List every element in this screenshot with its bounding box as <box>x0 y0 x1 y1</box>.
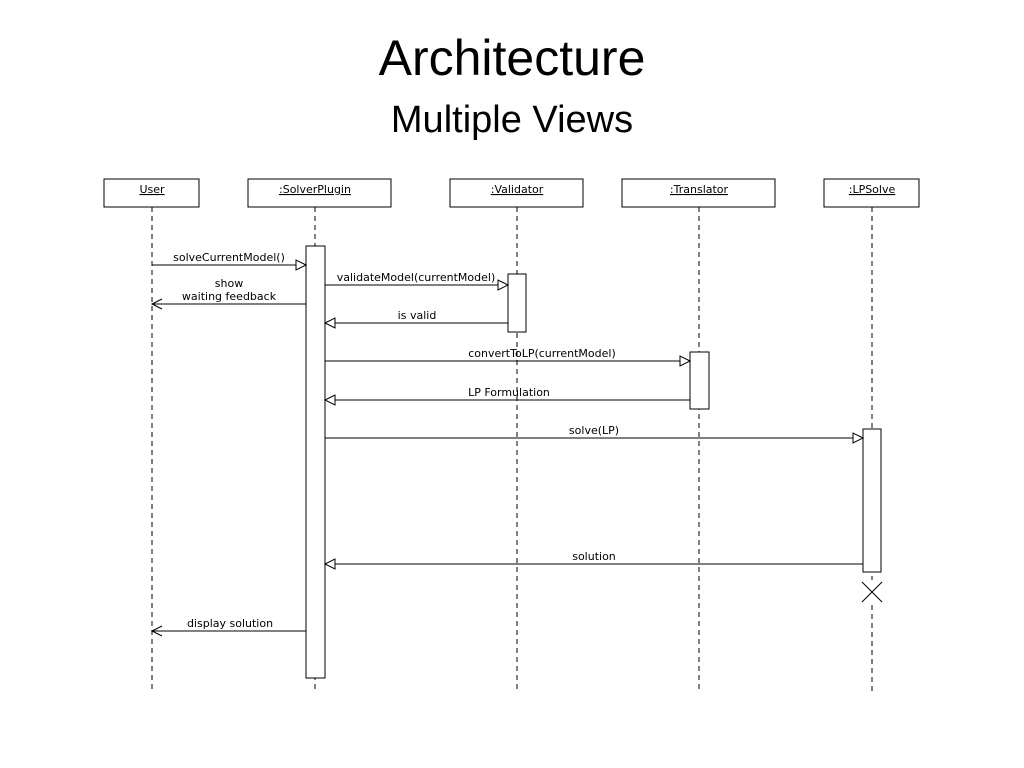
message-label-m9: display solution <box>187 617 273 630</box>
participant-box-translator <box>621 178 776 208</box>
arrowhead-m4 <box>323 317 336 329</box>
participant-label-solver: :SolverPlugin <box>279 183 351 196</box>
participant-box-lpsolve <box>823 178 920 208</box>
arrowhead-m2 <box>497 279 510 291</box>
arrowhead-m1 <box>295 259 308 271</box>
message-label-m1: solveCurrentModel() <box>173 251 285 264</box>
message-label-m6: LP Formulation <box>468 386 550 399</box>
message-label-m3-line1: show <box>215 277 243 290</box>
arrowhead-m8 <box>323 558 336 570</box>
participant-label-validator: :Validator <box>491 183 544 196</box>
participant-label-translator: :Translator <box>670 183 729 196</box>
participant-label-user: User <box>139 183 165 196</box>
arrowhead-m7 <box>852 432 865 444</box>
participant-label-lpsolve: :LPSolve <box>849 183 896 196</box>
arrowhead-m9 <box>150 625 163 637</box>
participant-box-validator <box>449 178 584 208</box>
message-label-m4: is valid <box>398 309 437 322</box>
arrowhead-m3 <box>150 298 163 310</box>
message-label-m8: solution <box>572 550 616 563</box>
arrowhead-m6 <box>323 394 336 406</box>
participant-box-solver <box>247 178 392 208</box>
participant-box-user <box>103 178 200 208</box>
activation-bar-validator <box>507 273 527 333</box>
message-label-m7: solve(LP) <box>569 424 619 437</box>
slide-title: Architecture <box>378 30 646 86</box>
message-label-m3-line2: waiting feedback <box>182 290 277 303</box>
message-label-m5: convertToLP(currentModel) <box>468 347 616 360</box>
arrowhead-m5 <box>679 355 692 367</box>
destroy-mark-b <box>861 581 883 603</box>
activation-bar-lpsolve <box>862 428 882 573</box>
activation-bar-translator <box>689 351 710 410</box>
activation-bar-solver <box>305 245 326 679</box>
message-label-m2: validateModel(currentModel) <box>337 271 496 284</box>
slide-subtitle: Multiple Views <box>390 99 634 141</box>
